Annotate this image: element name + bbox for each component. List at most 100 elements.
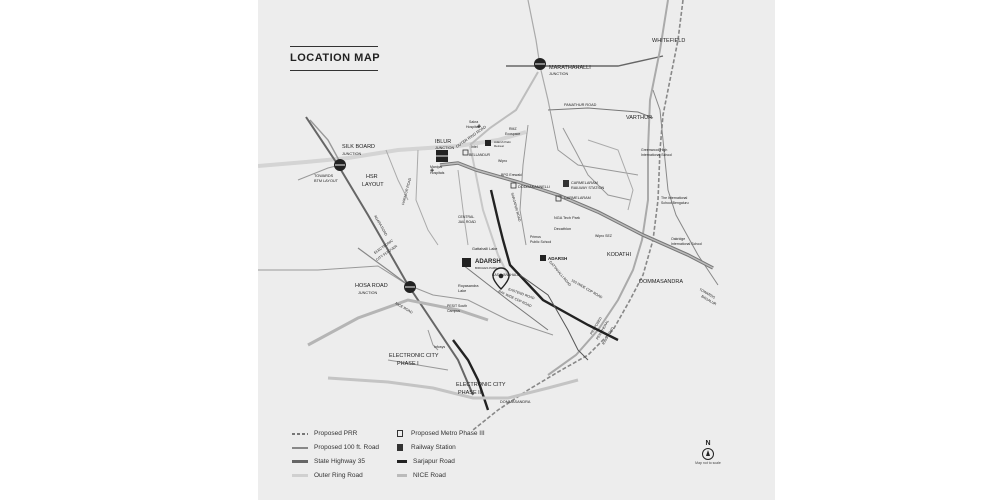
- north-indicator: N Map not to scale: [695, 440, 721, 465]
- label-royasandra: Royasandra: [458, 284, 479, 288]
- label-pesit-2: Campus: [447, 309, 460, 313]
- label-agara-road: AGARA ROAD: [373, 215, 388, 237]
- label-nga-tech: NGA Tech Park: [554, 216, 580, 220]
- label-sarjapur-road: SARJAPUR ROAD: [510, 192, 522, 222]
- label-gattahalli-lake: Gattahalli Lake: [472, 247, 497, 251]
- legend-label-sarjapur-road: Sarjapur Road: [413, 458, 455, 465]
- nice-road: [307, 298, 489, 347]
- metro-phase-iii-core: [439, 162, 714, 269]
- label-ec2-2: PHASE II: [458, 390, 482, 396]
- hsr-road: [385, 149, 409, 201]
- map-canvas[interactable]: ✚ ✚ WHITEFIELD MARATHAHALLI JUNCTION VAR…: [258, 0, 775, 500]
- local-road-2: [562, 127, 631, 201]
- metro-station-icon-carmelaram: [555, 195, 562, 202]
- label-decathlon: Decathlon: [554, 227, 571, 231]
- nice-road-2: [258, 265, 554, 336]
- varthur-road: [549, 109, 639, 176]
- legend-label-state-highway: State Highway 35: [314, 458, 365, 465]
- label-marathahalli: MARATHAHALLI: [549, 65, 591, 71]
- label-hsr-2: LAYOUT: [362, 182, 384, 188]
- label-panathur-road: PANATHUR ROAD: [564, 103, 597, 107]
- label-greenwood-2: International School: [641, 153, 672, 157]
- sarjapur-road-2: [452, 339, 490, 411]
- legend-item-railway: Railway Station: [397, 444, 456, 451]
- label-infosys: Infosys: [434, 345, 445, 349]
- label-oakridge-2: International School: [671, 242, 702, 246]
- local-road-1: [519, 124, 529, 246]
- local-road-4: [415, 149, 439, 246]
- north-letter: N: [705, 440, 711, 447]
- title-rule-top: [290, 46, 378, 47]
- legend-label-outer-ring-road: Outer Ring Road: [314, 472, 363, 479]
- label-kodathi: KODATHI: [607, 252, 632, 258]
- highway-right: [547, 0, 669, 376]
- local-road-5: [457, 169, 469, 246]
- location-pin-icon[interactable]: [492, 267, 510, 290]
- sarjapur-road-1: [489, 189, 619, 342]
- silk-board-junction-marker[interactable]: [334, 159, 346, 171]
- label-ec1-2: PHASE I: [397, 361, 419, 367]
- iblur-junction-marker[interactable]: [436, 150, 448, 162]
- label-oakridge: Oakridge: [671, 237, 685, 241]
- label-rmz: RMZ: [509, 127, 517, 131]
- hosa-road-junction-marker[interactable]: [404, 281, 416, 293]
- label-hsr: HSR: [366, 174, 378, 180]
- legend-label-proposed-100ft: Proposed 100 ft. Road: [314, 444, 380, 451]
- label-whitefield: WHITEFIELD: [652, 38, 685, 44]
- marathahalli-junction-marker[interactable]: [534, 58, 546, 70]
- svg-text:✚: ✚: [477, 124, 481, 130]
- label-bpg: BPG Erewaki: [501, 173, 522, 177]
- label-pesit: PESIT South: [447, 304, 467, 308]
- label-adarsh-main-sub: BIRCHES PARK: [475, 266, 497, 270]
- label-marathahalli-sub: JUNCTION: [549, 72, 568, 76]
- label-iblur-sub: JUNCTION: [435, 146, 454, 150]
- legend-swatch-nice-road: [397, 474, 407, 477]
- label-ec2: ELECTRONIC CITY: [456, 382, 506, 388]
- label-towards-btm-2: BTM LAYOUT: [314, 179, 339, 183]
- label-sakra-2: Hospital: [466, 125, 479, 129]
- label-manipal-2: Hospitals: [430, 171, 445, 175]
- compass-icon: [702, 448, 714, 460]
- road-iblur-marathahalli: [469, 71, 539, 146]
- label-intl-school: The International: [661, 196, 687, 200]
- legend-item-sarjapur-road: Sarjapur Road: [397, 458, 455, 465]
- label-royasandra-2: Lake: [458, 289, 466, 293]
- label-silk-board: SILK BOARD: [342, 144, 375, 150]
- map-panel: ✚ ✚ WHITEFIELD MARATHAHALLI JUNCTION VAR…: [258, 0, 775, 500]
- label-dommasandra-bottom: DOMMASANDRA: [500, 400, 531, 404]
- bottom-arc: [327, 376, 579, 400]
- label-rmz-2: Ecospace: [505, 132, 520, 136]
- panathur-road: [547, 107, 654, 119]
- label-wide-cdp: 100 WIDE CDP ROAD: [571, 278, 604, 299]
- title-rule-bottom: [290, 70, 378, 71]
- kasavanahalli-road: [462, 264, 549, 331]
- metro-legend-icon: [397, 430, 403, 437]
- legend-label-railway: Railway Station: [411, 444, 456, 451]
- label-manipal: Manipal: [430, 165, 442, 169]
- electronic-city-flyover-road: [357, 247, 409, 286]
- label-carmelaram-station: CARMELARAM: [571, 181, 598, 185]
- label-nice-road: NICE ROAD: [395, 301, 414, 314]
- adarsh-logo-icon-right: [540, 255, 546, 261]
- label-gattahalli-road: GATTAHALLI ROAD: [548, 260, 572, 287]
- highway-right-2: [652, 89, 719, 286]
- label-bellandur: BELLANDUR: [469, 153, 490, 157]
- label-adarsh-palm: Adarsh Palm: [494, 140, 512, 144]
- legend-item-proposed-100ft: Proposed 100 ft. Road: [292, 444, 379, 451]
- label-hosa-road-sub: JUNCTION: [358, 291, 377, 295]
- label-sakra: Sakra: [469, 120, 478, 124]
- infosys-road: [427, 329, 439, 351]
- label-intl-school-2: School Bengaluru: [661, 201, 689, 205]
- label-adarsh-palm-2: Retreat: [494, 144, 504, 148]
- legend-item-proposed-prr: Proposed PRR: [292, 430, 357, 437]
- legend-label-nice-road: NICE Road: [413, 472, 446, 479]
- label-doddakanneli: DODDAKANNELLI: [518, 185, 550, 189]
- legend-item-outer-ring-road: Outer Ring Road: [292, 472, 363, 479]
- road-north-marathahalli: [527, 0, 551, 111]
- label-dommasandra: DOMMASANDRA: [639, 279, 683, 285]
- label-harlur-road: HARALUR ROAD: [401, 177, 412, 205]
- label-central-jail-2: JAIL ROAD: [458, 220, 476, 224]
- label-central-jail: CENTRAL: [458, 215, 474, 219]
- label-primus: Primus: [530, 235, 541, 239]
- label-iblur: IBLUR: [435, 139, 451, 145]
